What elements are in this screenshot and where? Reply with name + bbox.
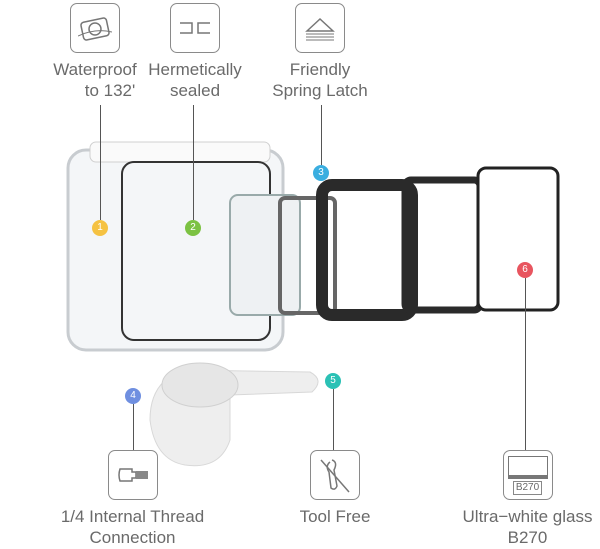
- leader-line: [321, 105, 322, 165]
- feature-thread: 1/4 Internal Thread Connection: [40, 450, 225, 548]
- feature-label: Hermetically: [148, 60, 242, 79]
- marker-6: 6: [517, 262, 533, 278]
- leader-line: [333, 389, 334, 450]
- feature-label: Friendly: [289, 60, 351, 79]
- feature-label: Waterproof: [53, 60, 137, 79]
- feature-waterproof: Waterproof to 132': [20, 3, 170, 101]
- marker-number: 5: [330, 375, 336, 386]
- seal-icon: [170, 3, 220, 53]
- feature-label: 1/4 Internal Thread: [60, 507, 205, 526]
- marker-number: 4: [130, 390, 136, 401]
- feature-label: Ultra−white glass: [462, 507, 593, 526]
- thread-icon: [107, 450, 158, 500]
- feature-glass: B270 Ultra−white glass B270: [450, 450, 600, 548]
- leader-line: [525, 278, 526, 450]
- latch-icon: [295, 3, 345, 53]
- marker-number: 1: [97, 222, 103, 233]
- feature-label: to 132': [84, 81, 136, 100]
- marker-2: 2: [185, 220, 201, 236]
- no-tool-icon: [310, 450, 360, 500]
- marker-3: 3: [313, 165, 329, 181]
- feature-label: sealed: [169, 81, 221, 100]
- leader-line: [133, 404, 134, 450]
- feature-latch: Friendly Spring Latch: [245, 3, 395, 101]
- marker-4: 4: [125, 388, 141, 404]
- glass-icon: B270: [502, 450, 553, 500]
- marker-number: 2: [190, 222, 196, 233]
- camera-icon: [70, 3, 120, 53]
- leader-line: [100, 105, 101, 220]
- feature-label: Connection: [89, 528, 176, 547]
- marker-5: 5: [325, 373, 341, 389]
- feature-label: Tool Free: [299, 507, 371, 526]
- feature-label: B270: [507, 528, 548, 547]
- feature-tool-free: Tool Free: [260, 450, 410, 527]
- leader-line: [193, 105, 194, 220]
- marker-number: 6: [522, 264, 528, 275]
- feature-label: Spring Latch: [272, 81, 368, 100]
- marker-1: 1: [92, 220, 108, 236]
- glass-icon-label: B270: [512, 480, 543, 495]
- feature-sealed: Hermetically sealed: [120, 3, 270, 101]
- marker-number: 3: [318, 167, 324, 178]
